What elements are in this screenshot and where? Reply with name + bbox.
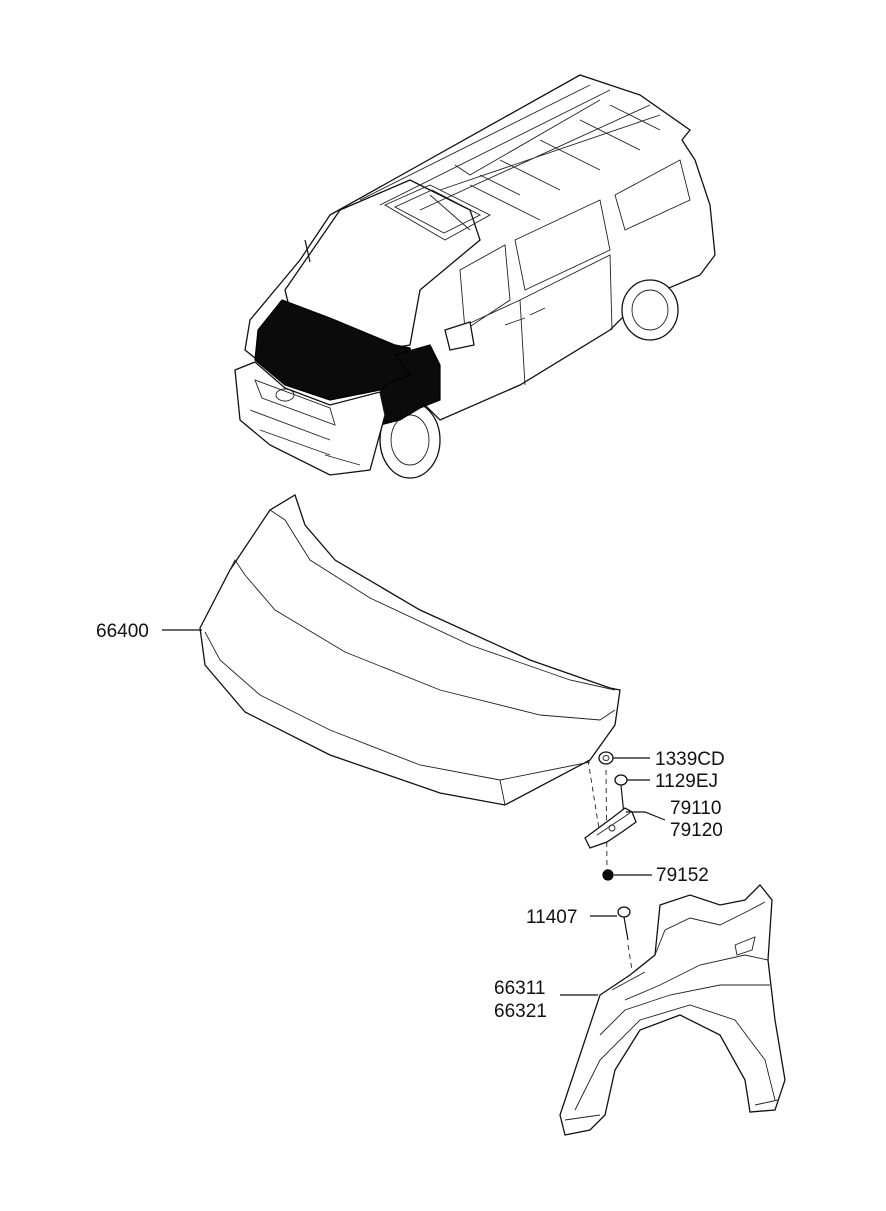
front-fender [559, 884, 786, 1136]
label-1129ej: 1129EJ [655, 771, 718, 792]
hood-hinge-icon [584, 807, 637, 849]
bolt-11407-icon [617, 906, 633, 971]
label-79120: 79120 [670, 820, 723, 841]
leader-lines [162, 629, 666, 996]
nut-1339cd-icon [598, 751, 614, 765]
label-66311: 66311 [494, 978, 545, 999]
hood-panel [199, 494, 621, 806]
label-1339cd: 1339CD [655, 749, 725, 770]
label-11407: 11407 [526, 907, 577, 928]
vehicle-illustration [234, 74, 716, 479]
label-79152: 79152 [656, 865, 709, 886]
bolt-79152-icon [602, 869, 614, 881]
label-66321: 66321 [494, 1001, 547, 1022]
hinge-assembly [584, 751, 637, 971]
label-79110: 79110 [670, 798, 721, 819]
label-66400: 66400 [96, 621, 149, 642]
fender-highlight [371, 344, 441, 426]
